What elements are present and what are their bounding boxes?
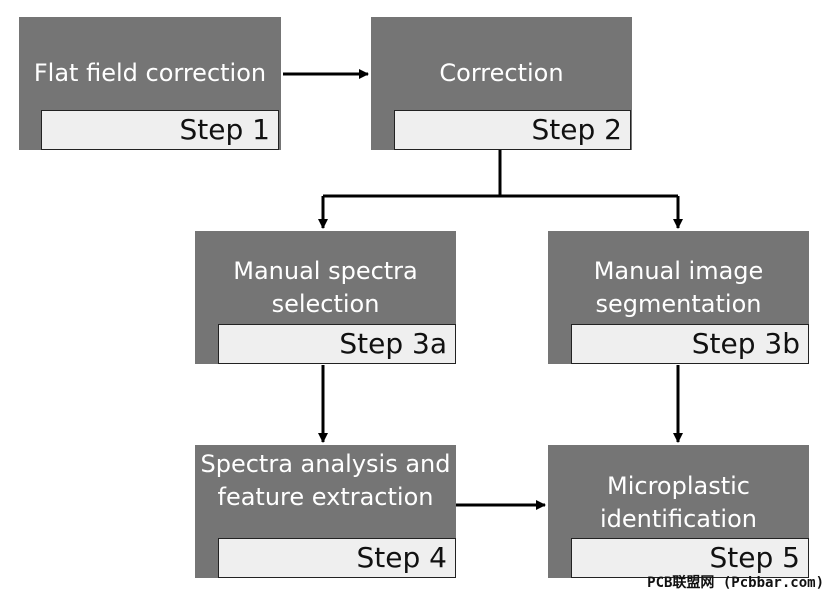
box-title-line2: selection	[271, 290, 380, 318]
step-label-4: Step 4	[218, 538, 456, 578]
step-label-3a: Step 3a	[218, 324, 456, 364]
watermark-text: PCB联盟网 (Pcbbar.com)	[647, 575, 824, 591]
box-title-line1: Microplastic	[607, 472, 750, 500]
box-title-line2: identification	[600, 505, 757, 533]
box-title-line1: Spectra analysis and	[200, 450, 451, 478]
step-label-5: Step 5	[571, 538, 809, 578]
box-title-line2: segmentation	[595, 290, 762, 318]
step-label-2: Step 2	[394, 110, 631, 150]
box-title-line2: feature extraction	[217, 483, 434, 511]
box-title-line1: Manual image	[593, 257, 764, 285]
box-title: Correction	[439, 59, 564, 87]
box-title: Flat field correction	[33, 59, 267, 87]
box-title-line1: Manual spectra	[233, 257, 418, 285]
step-label-1: Step 1	[41, 110, 279, 150]
connector-step2-split	[323, 150, 678, 198]
step-label-3b: Step 3b	[571, 324, 809, 364]
